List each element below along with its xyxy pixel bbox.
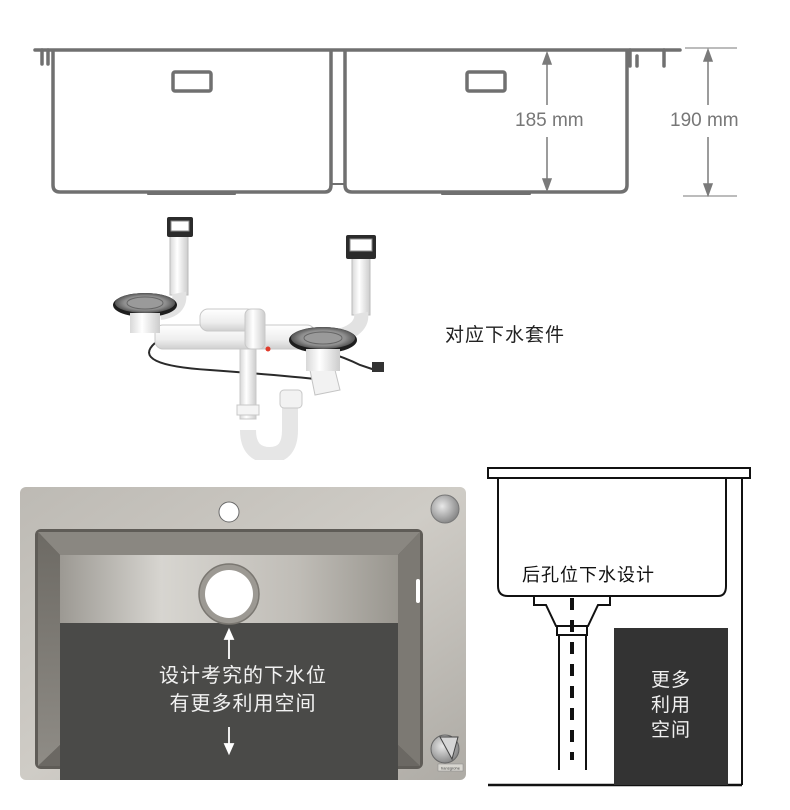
more-space-line1: 更多 xyxy=(650,669,691,691)
outer-depth-label: 190 mm xyxy=(670,108,739,134)
more-space-line2: 利用 xyxy=(650,694,691,716)
sink-photo-image: hansgrohe xyxy=(20,487,466,801)
double-bowl-section-drawing: 185 mm 190 mm xyxy=(0,0,790,210)
brand-badge xyxy=(437,763,464,772)
more-space-line3: 空间 xyxy=(650,719,691,741)
inner-depth-label: 185 mm xyxy=(515,108,584,134)
more-space-text: 更多 利用 空间 xyxy=(614,668,728,743)
drain-kit-label: 对应下水套件 xyxy=(445,324,566,346)
overlay-arrows xyxy=(223,627,235,756)
svg-text:hansgrohe: hansgrohe xyxy=(441,766,461,771)
drain-kit-illustration xyxy=(100,205,400,464)
sink-top-view-photo: hansgrohe 设计考究的下水位 有更多利用空间 xyxy=(20,487,466,801)
more-space-block xyxy=(614,628,728,785)
drain-kit-image xyxy=(113,217,384,464)
rear-drain-side-diagram: 后孔位下水设计 更多 利用 空间 xyxy=(480,460,770,800)
overlay-caption-line2: 有更多利用空间 xyxy=(169,691,317,715)
rear-drain-label: 后孔位下水设计 xyxy=(522,565,655,586)
overlay-caption-line1: 设计考究的下水位 xyxy=(159,663,327,687)
outer-depth-arrow xyxy=(683,47,737,198)
overlay-caption: 设计考究的下水位 有更多利用空间 xyxy=(20,661,466,717)
inner-depth-arrow xyxy=(541,50,553,193)
sink-profile-outline xyxy=(33,47,737,198)
side-diagram-outline xyxy=(487,467,751,787)
